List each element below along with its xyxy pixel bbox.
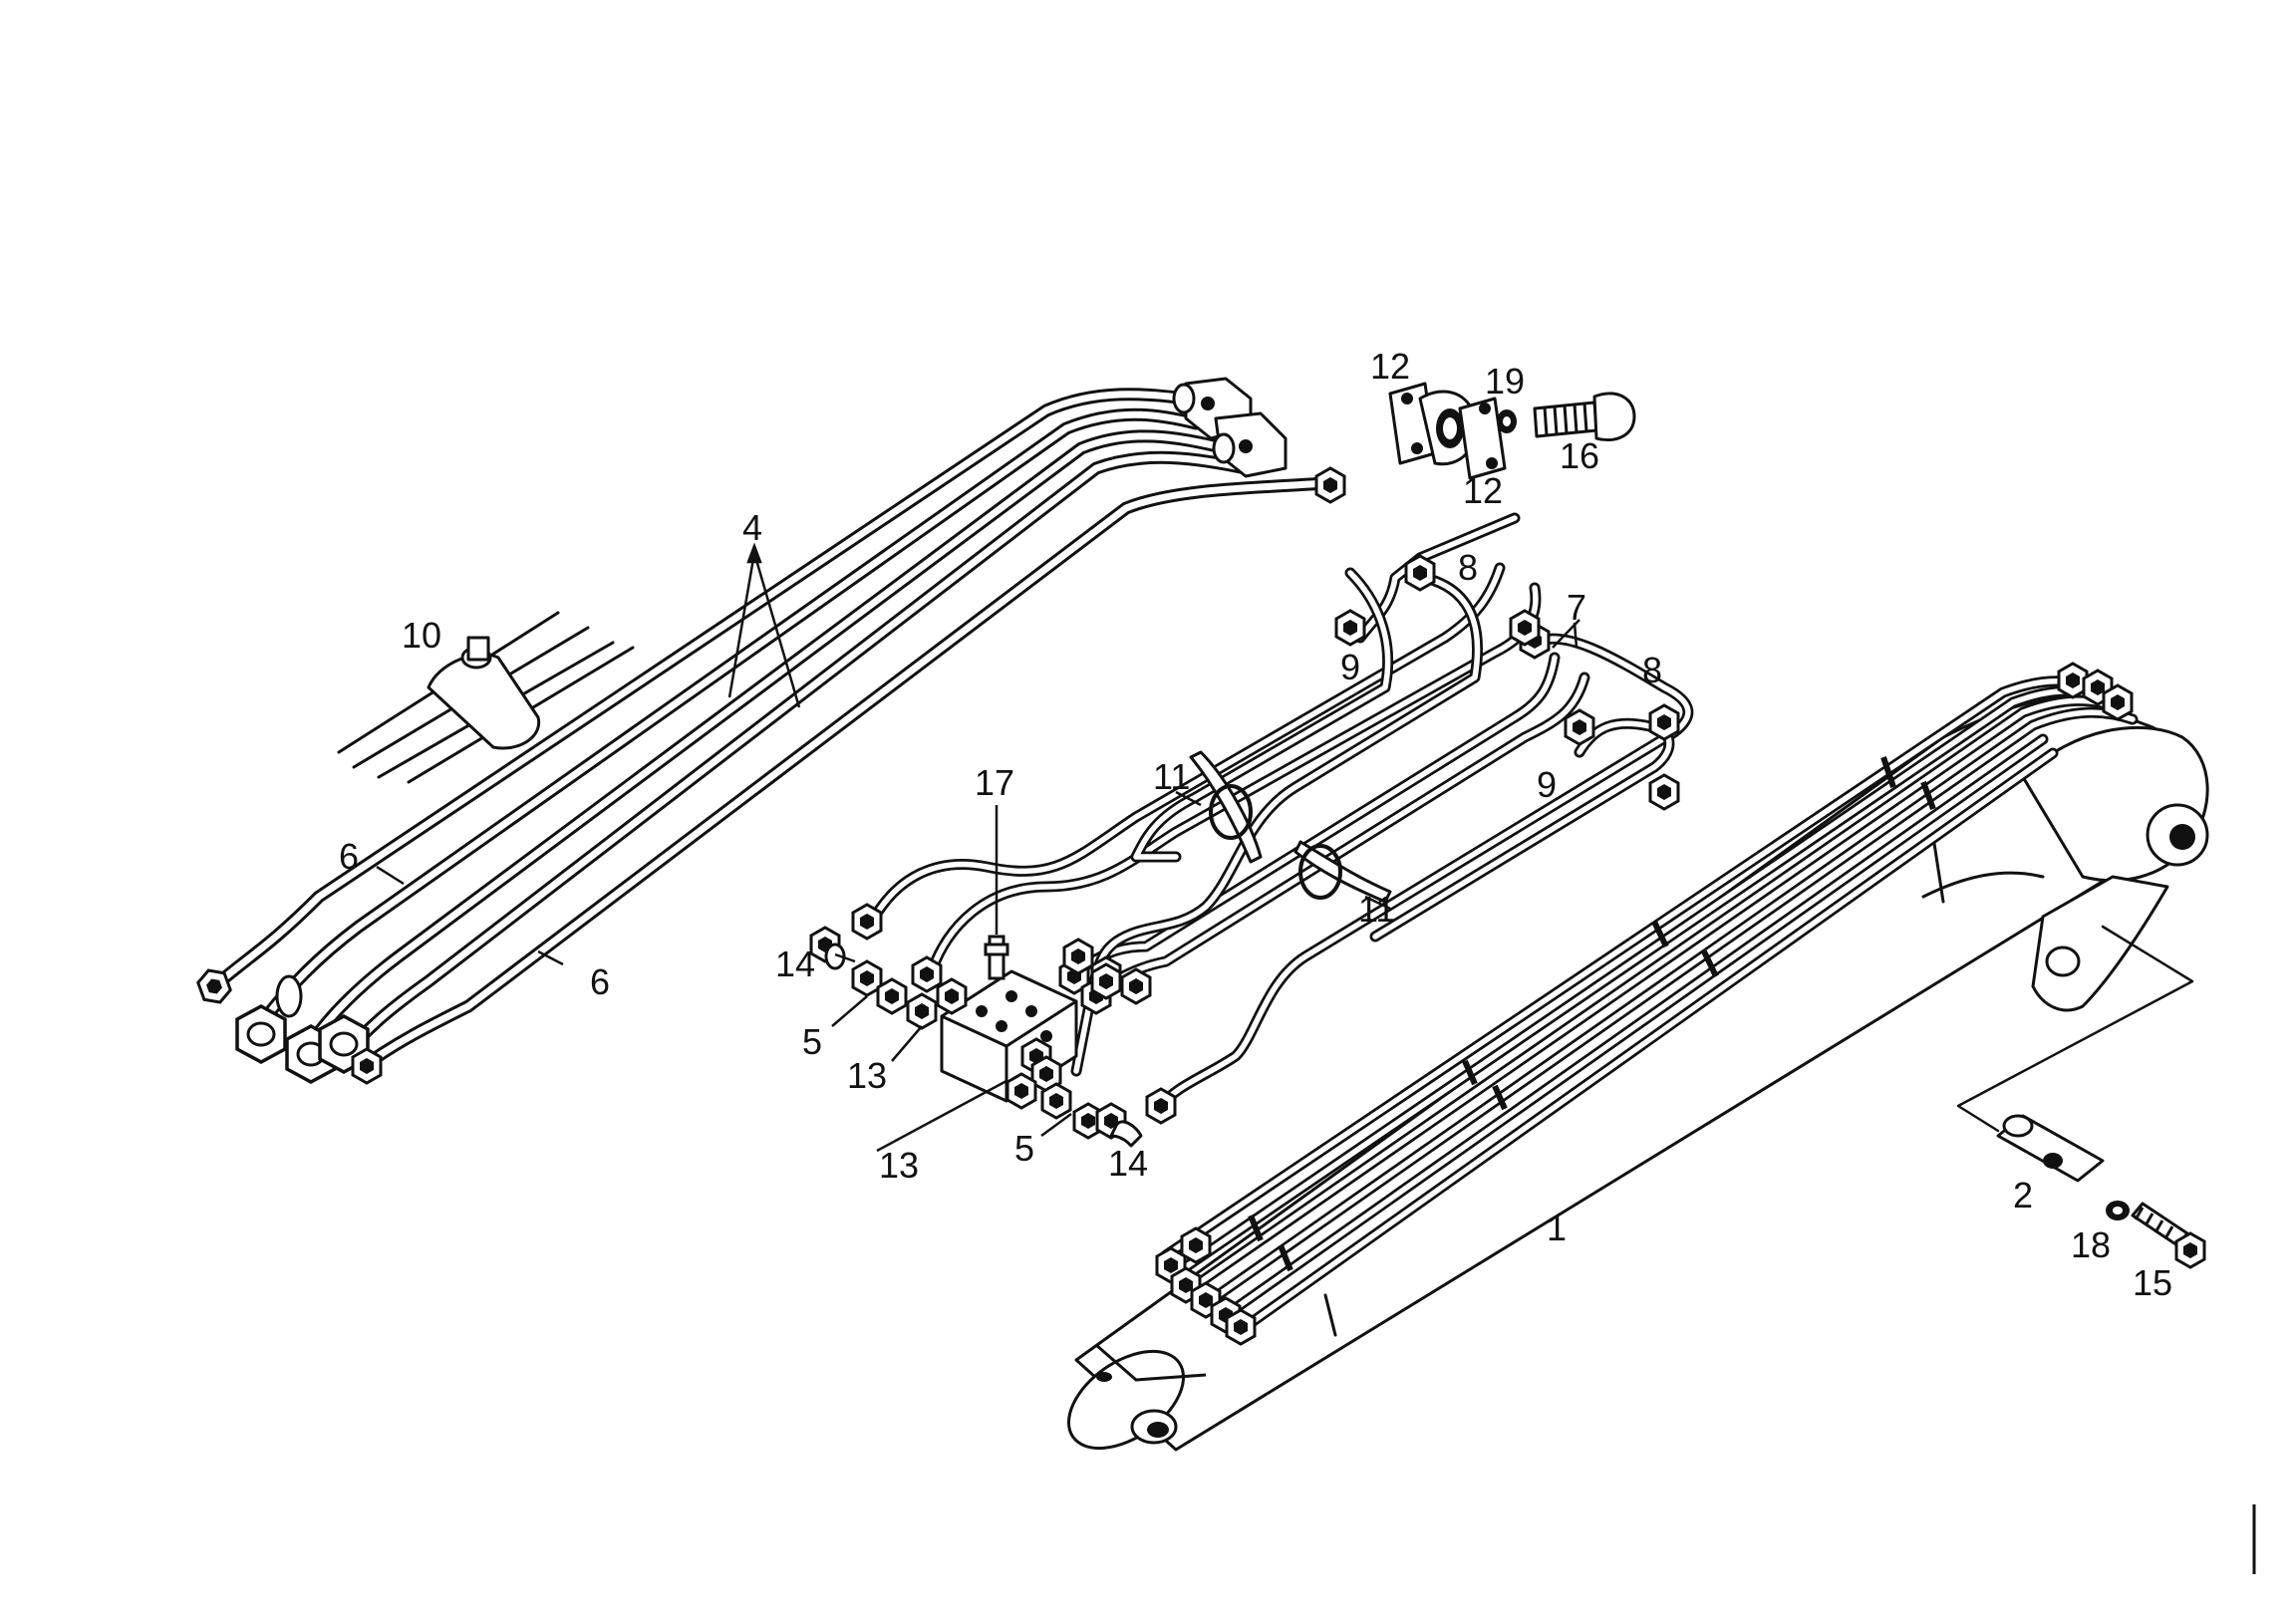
label-11a: 11	[1153, 756, 1190, 797]
label-2: 2	[2013, 1175, 2033, 1215]
label-12b: 12	[1463, 470, 1503, 511]
label-14b: 14	[1108, 1143, 1148, 1184]
leader-lines	[376, 542, 1580, 1153]
label-19: 19	[1485, 361, 1525, 402]
pipe-end-fittings-left	[193, 963, 383, 1085]
label-1: 1	[1547, 1208, 1567, 1248]
flange-bolt-assembly	[1388, 382, 1636, 480]
boom-arm	[1066, 695, 2209, 1452]
label-17: 17	[975, 762, 1014, 803]
label-9b: 9	[1537, 764, 1557, 805]
label-6b: 6	[590, 961, 610, 1002]
label-8a: 8	[1458, 547, 1478, 588]
label-14a: 14	[775, 944, 815, 984]
label-12a: 12	[1370, 346, 1410, 387]
pipe-flange-block	[1172, 377, 1346, 504]
label-16: 16	[1560, 435, 1599, 476]
label-13b: 13	[879, 1145, 919, 1186]
label-6a: 6	[339, 836, 359, 877]
boom-hoses	[1155, 662, 2139, 1346]
label-13a: 13	[847, 1055, 887, 1096]
pin-assembly	[1956, 925, 2206, 1269]
label-5a: 5	[802, 1021, 822, 1062]
label-15: 15	[2133, 1262, 2172, 1303]
label-10: 10	[402, 615, 441, 656]
pipe-clamp	[337, 611, 635, 784]
label-18: 18	[2071, 1224, 2111, 1265]
label-4: 4	[742, 507, 762, 548]
label-9a: 9	[1340, 647, 1360, 687]
label-11b: 11	[1358, 889, 1395, 930]
label-5b: 5	[1014, 1128, 1034, 1169]
tie-straps	[1189, 750, 1392, 904]
label-8b: 8	[1642, 650, 1662, 690]
label-7: 7	[1567, 587, 1586, 628]
part-labels: 1 2 4 5 5 6 6 7 8 8 9 9 10 11 11 12 12 1…	[339, 346, 2172, 1303]
